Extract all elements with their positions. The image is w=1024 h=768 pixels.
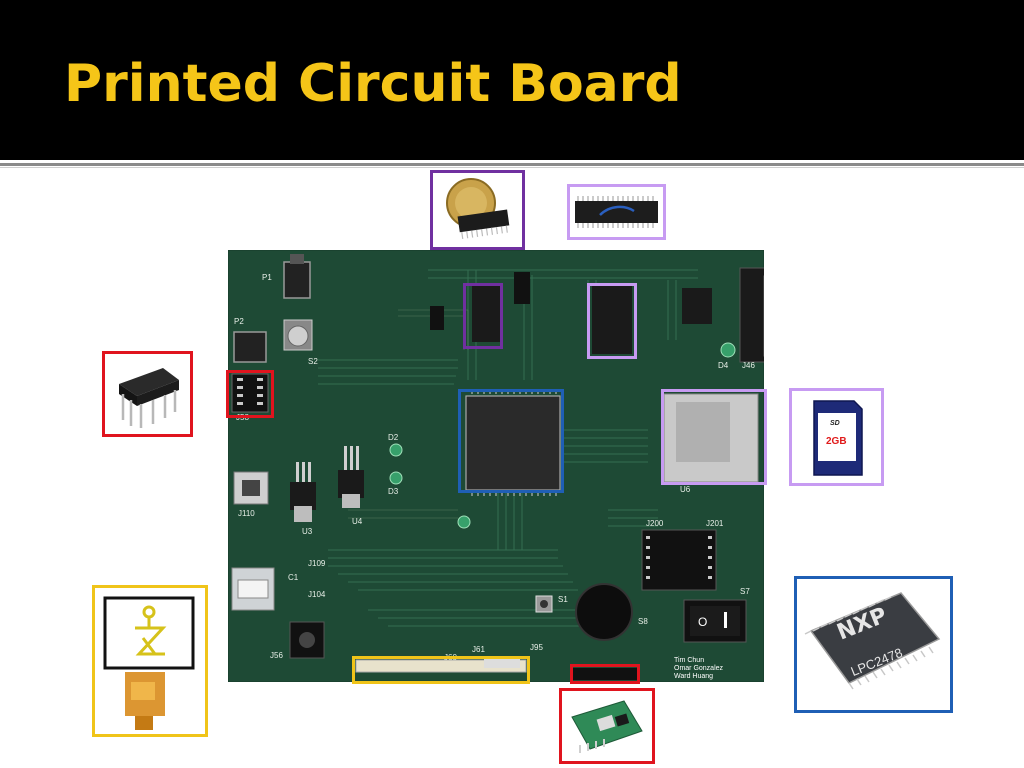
highlight-sd-slot (661, 389, 767, 485)
label-j104: J104 (308, 590, 326, 599)
credit-2: Omar Gonzalez (674, 665, 724, 672)
callout-dip-ic (102, 351, 193, 437)
callout-lcd (92, 585, 208, 737)
sdram-chip-image (575, 196, 658, 228)
label-s8: S8 (638, 617, 648, 626)
sd-card-image: SD 2GB (813, 400, 863, 476)
label-j110: J110 (238, 509, 255, 518)
lcd-image (103, 596, 195, 730)
credit-1: Tim Chun (674, 657, 704, 664)
dip-ic-image (119, 368, 179, 428)
sensor-module-image (571, 700, 643, 753)
highlight-header (570, 664, 640, 684)
label-j109: J109 (308, 559, 326, 568)
callout-sram-chip (430, 170, 525, 250)
pcb-board: P1 P2 S2 J58 D2 D3 U3 U4 J110 J109 C1 J1… (228, 250, 764, 682)
title-divider-thin (0, 167, 1024, 168)
label-u3: U3 (302, 527, 313, 536)
label-j201: J201 (706, 519, 724, 528)
label-u4: U4 (352, 517, 363, 526)
nxp-mcu-image: NXP LPC2478 (804, 592, 941, 690)
title-bar: Printed Circuit Board (0, 0, 1024, 160)
highlight-mcu (458, 389, 564, 493)
label-j61: J61 (472, 645, 485, 654)
callout-sensor-module (559, 688, 655, 764)
credit-3: Ward Huang (674, 673, 713, 680)
label-d3: D3 (388, 487, 399, 496)
callout-nxp-mcu: NXP LPC2478 (794, 576, 953, 713)
label-d4: D4 (718, 361, 729, 370)
label-c1: C1 (288, 573, 299, 582)
label-j46: J46 (742, 361, 755, 370)
label-j56: J56 (270, 651, 283, 660)
label-j200: J200 (646, 519, 664, 528)
callout-sd-card: SD 2GB (789, 388, 884, 486)
label-s2: S2 (308, 357, 318, 366)
label-s7: S7 (740, 587, 750, 596)
label-p1: P1 (262, 273, 272, 282)
sram-chip-image (446, 178, 510, 240)
highlight-dip-socket (226, 370, 274, 418)
callout-sdram-chip (567, 184, 666, 240)
highlight-sdram (587, 283, 637, 359)
label-j95: J95 (530, 643, 543, 652)
label-d2: D2 (388, 433, 399, 442)
sd-capacity-text: 2GB (826, 436, 847, 447)
title-divider (0, 163, 1024, 166)
label-p2: P2 (234, 317, 244, 326)
highlight-lcd-connector (352, 656, 530, 684)
slide-title: Printed Circuit Board (64, 54, 682, 114)
sd-logo-text: SD (830, 420, 840, 427)
svg-text:O: O (698, 615, 707, 629)
highlight-sram (463, 283, 503, 349)
label-s1: S1 (558, 595, 568, 604)
label-u6: U6 (680, 485, 691, 494)
